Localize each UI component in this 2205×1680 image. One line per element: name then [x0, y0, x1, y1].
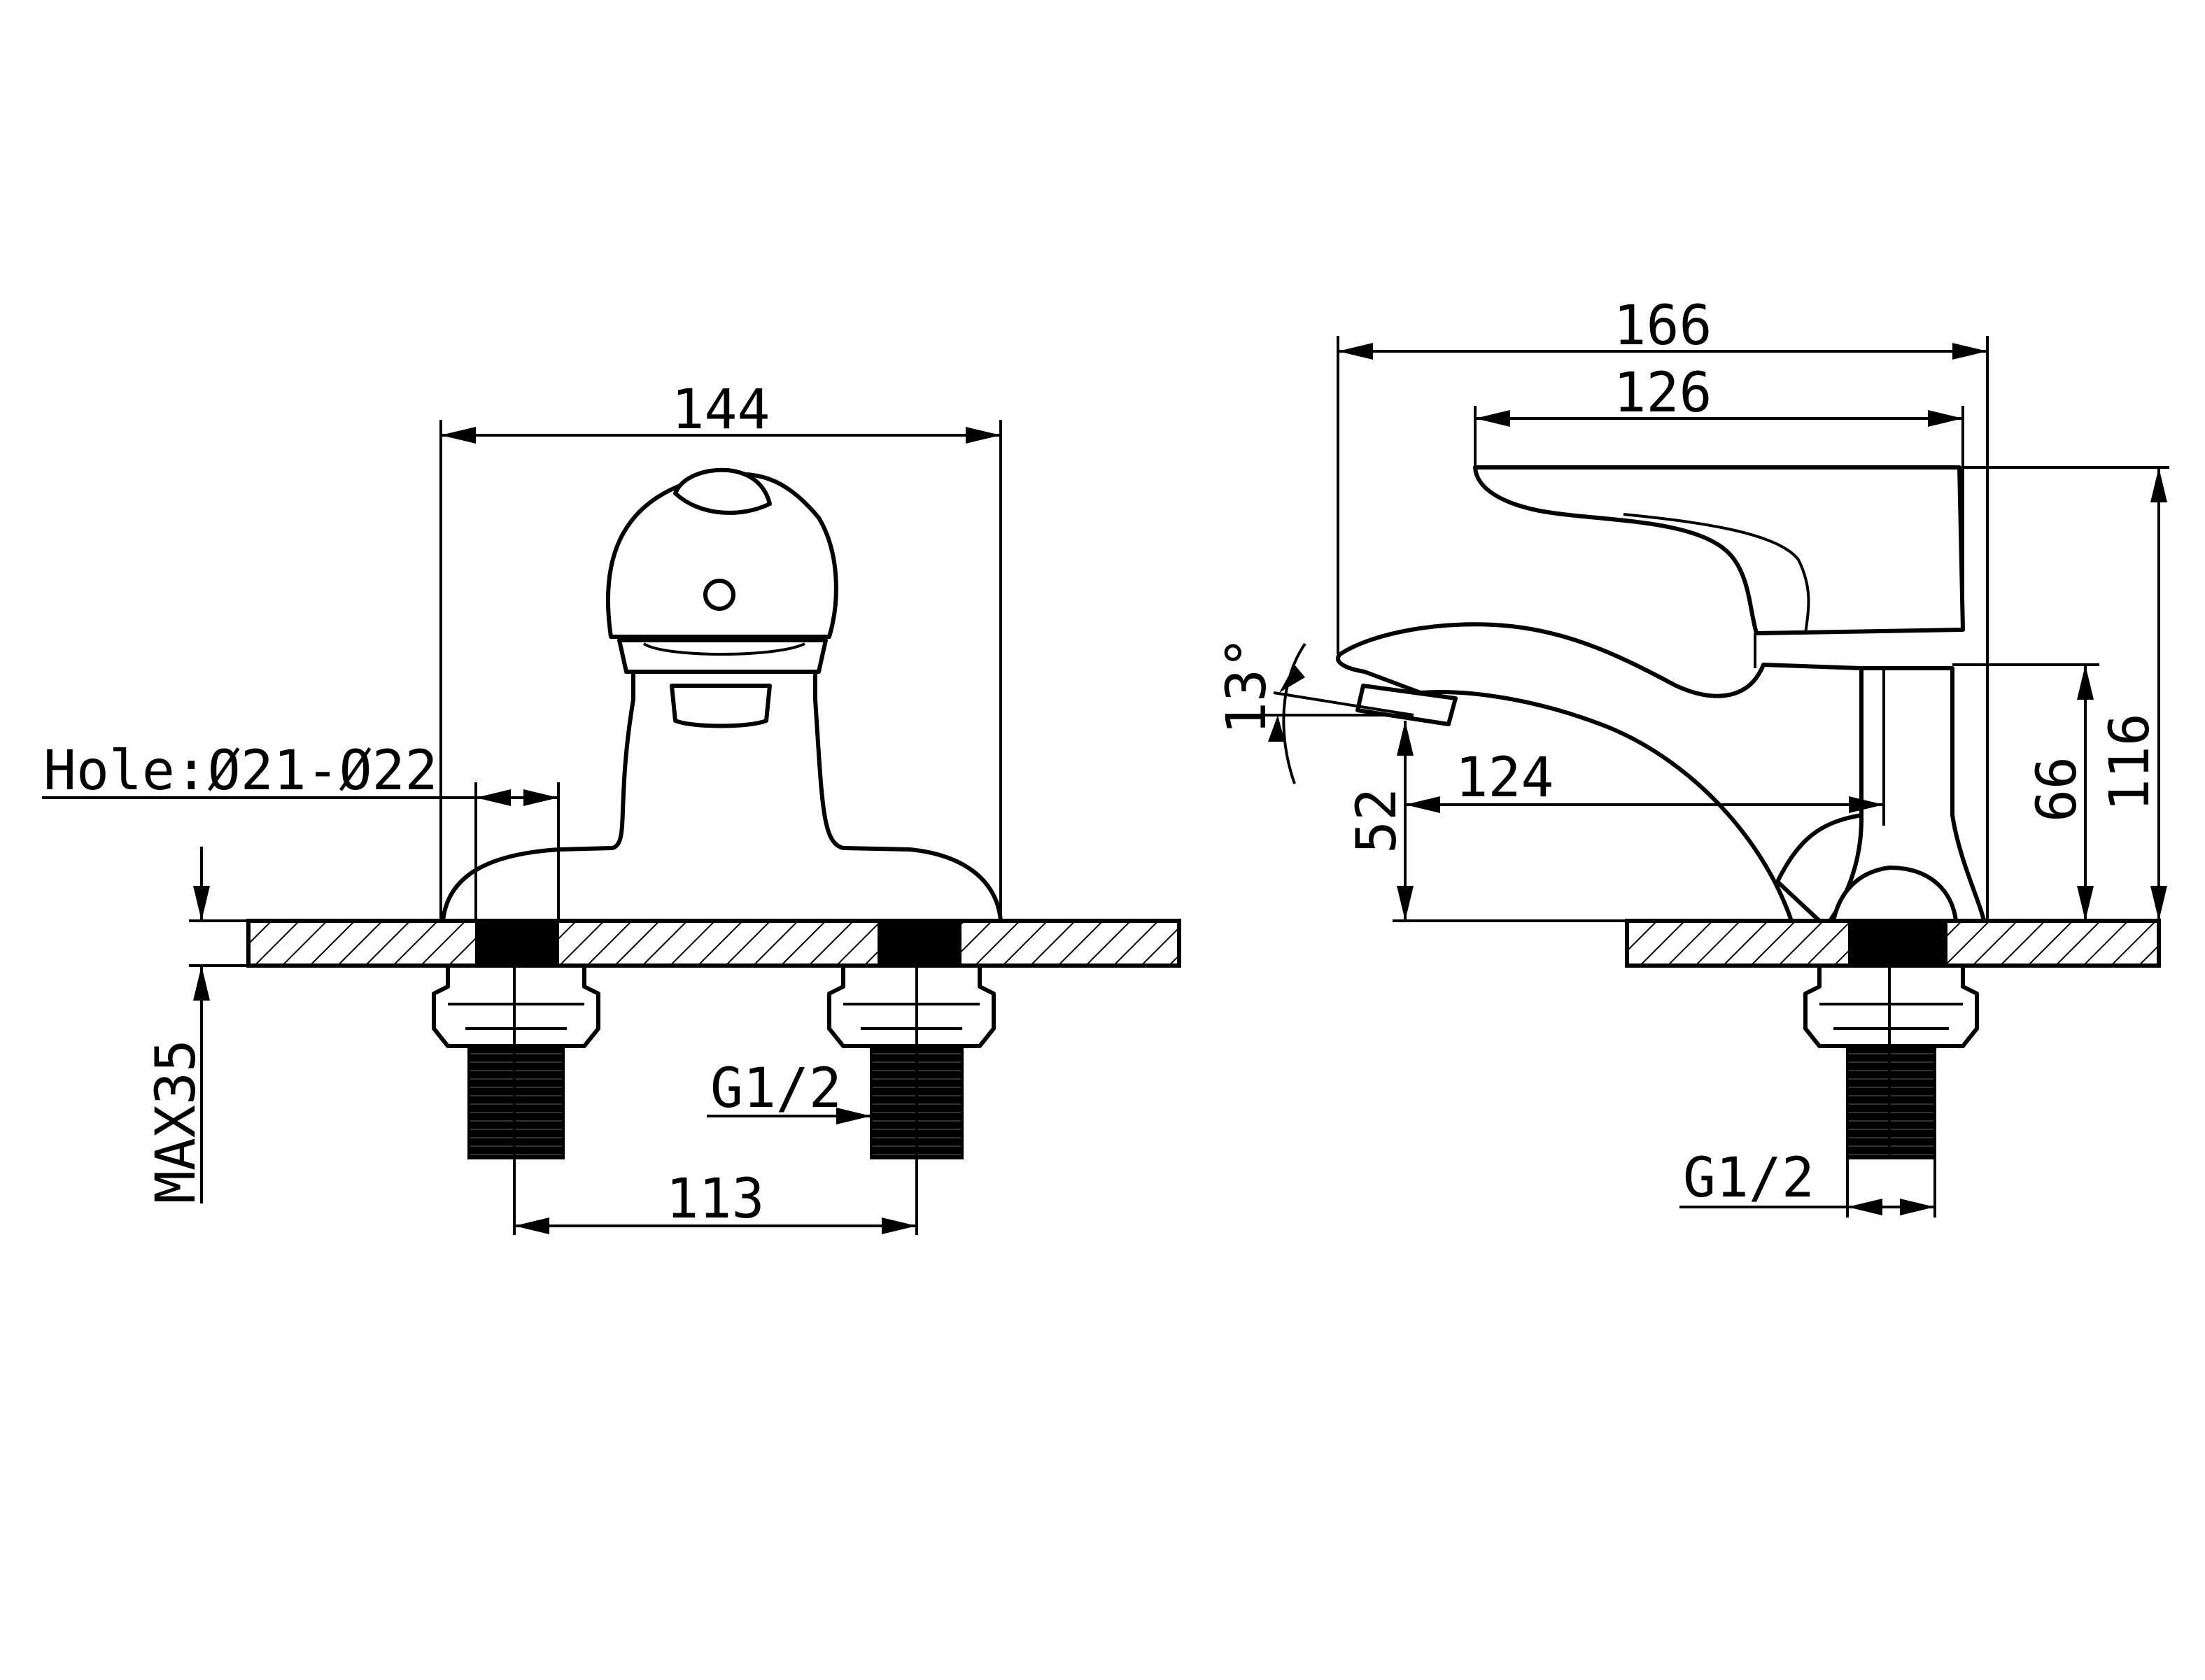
side-hole	[1848, 920, 1947, 966]
side-dim-66: 66	[1952, 663, 2099, 921]
dim-166-label: 166	[1614, 295, 1712, 358]
side-dim-52: 52	[1346, 721, 1847, 922]
side-dim-124: 124	[1405, 668, 1885, 826]
dim-126-label: 126	[1614, 362, 1712, 425]
side-dim-thread: G1/2	[1679, 1147, 1936, 1217]
max35-label: MAX35	[145, 1039, 208, 1203]
front-g12-label: G1/2	[710, 1057, 842, 1120]
front-handle-cap	[673, 467, 772, 515]
front-dim-144: 144	[439, 379, 1002, 921]
front-left-hole	[475, 920, 559, 966]
front-dome	[605, 472, 838, 639]
side-spout	[1336, 622, 1864, 923]
front-left-connector	[432, 963, 600, 1159]
dim-124-label: 124	[1456, 747, 1554, 810]
front-countertop	[246, 919, 1181, 968]
dim-116-label: 116	[2099, 713, 2162, 812]
side-connector	[1803, 963, 1979, 1159]
front-dim-hole: Hole:Ø21-Ø22	[42, 740, 560, 921]
dim-113-label: 113	[666, 1168, 765, 1231]
side-dim-166: 166	[1337, 295, 1989, 921]
front-aerator	[670, 684, 772, 728]
side-g12-label: G1/2	[1683, 1147, 1815, 1210]
side-dim-angle: 13°	[1216, 636, 1414, 784]
front-right-hole	[878, 920, 961, 966]
side-base-bulge	[1831, 866, 1958, 923]
front-indicator-dot	[703, 579, 735, 611]
side-body	[1828, 666, 1986, 923]
front-right-connector	[827, 963, 996, 1159]
side-aerator	[1355, 684, 1458, 726]
front-view: 144 Hole:Ø21-Ø22 MAX35 G1/2	[42, 379, 1181, 1235]
side-handle	[1473, 465, 1965, 635]
front-dim-113: 113	[513, 1158, 918, 1235]
dim-66-label: 66	[2026, 756, 2089, 822]
side-dim-126: 126	[1474, 362, 1964, 630]
front-neck	[617, 638, 828, 674]
dim-52-label: 52	[1346, 788, 1409, 854]
side-dim-116: 116	[1963, 466, 2169, 921]
angle-label: 13°	[1216, 636, 1278, 735]
front-dim-thread: G1/2	[707, 1057, 871, 1124]
hole-label: Hole:Ø21-Ø22	[43, 740, 438, 803]
dim-144-label: 144	[672, 379, 770, 442]
front-dim-max35: MAX35	[145, 847, 248, 1203]
side-view: 166 126 116 66	[1216, 295, 2169, 1217]
